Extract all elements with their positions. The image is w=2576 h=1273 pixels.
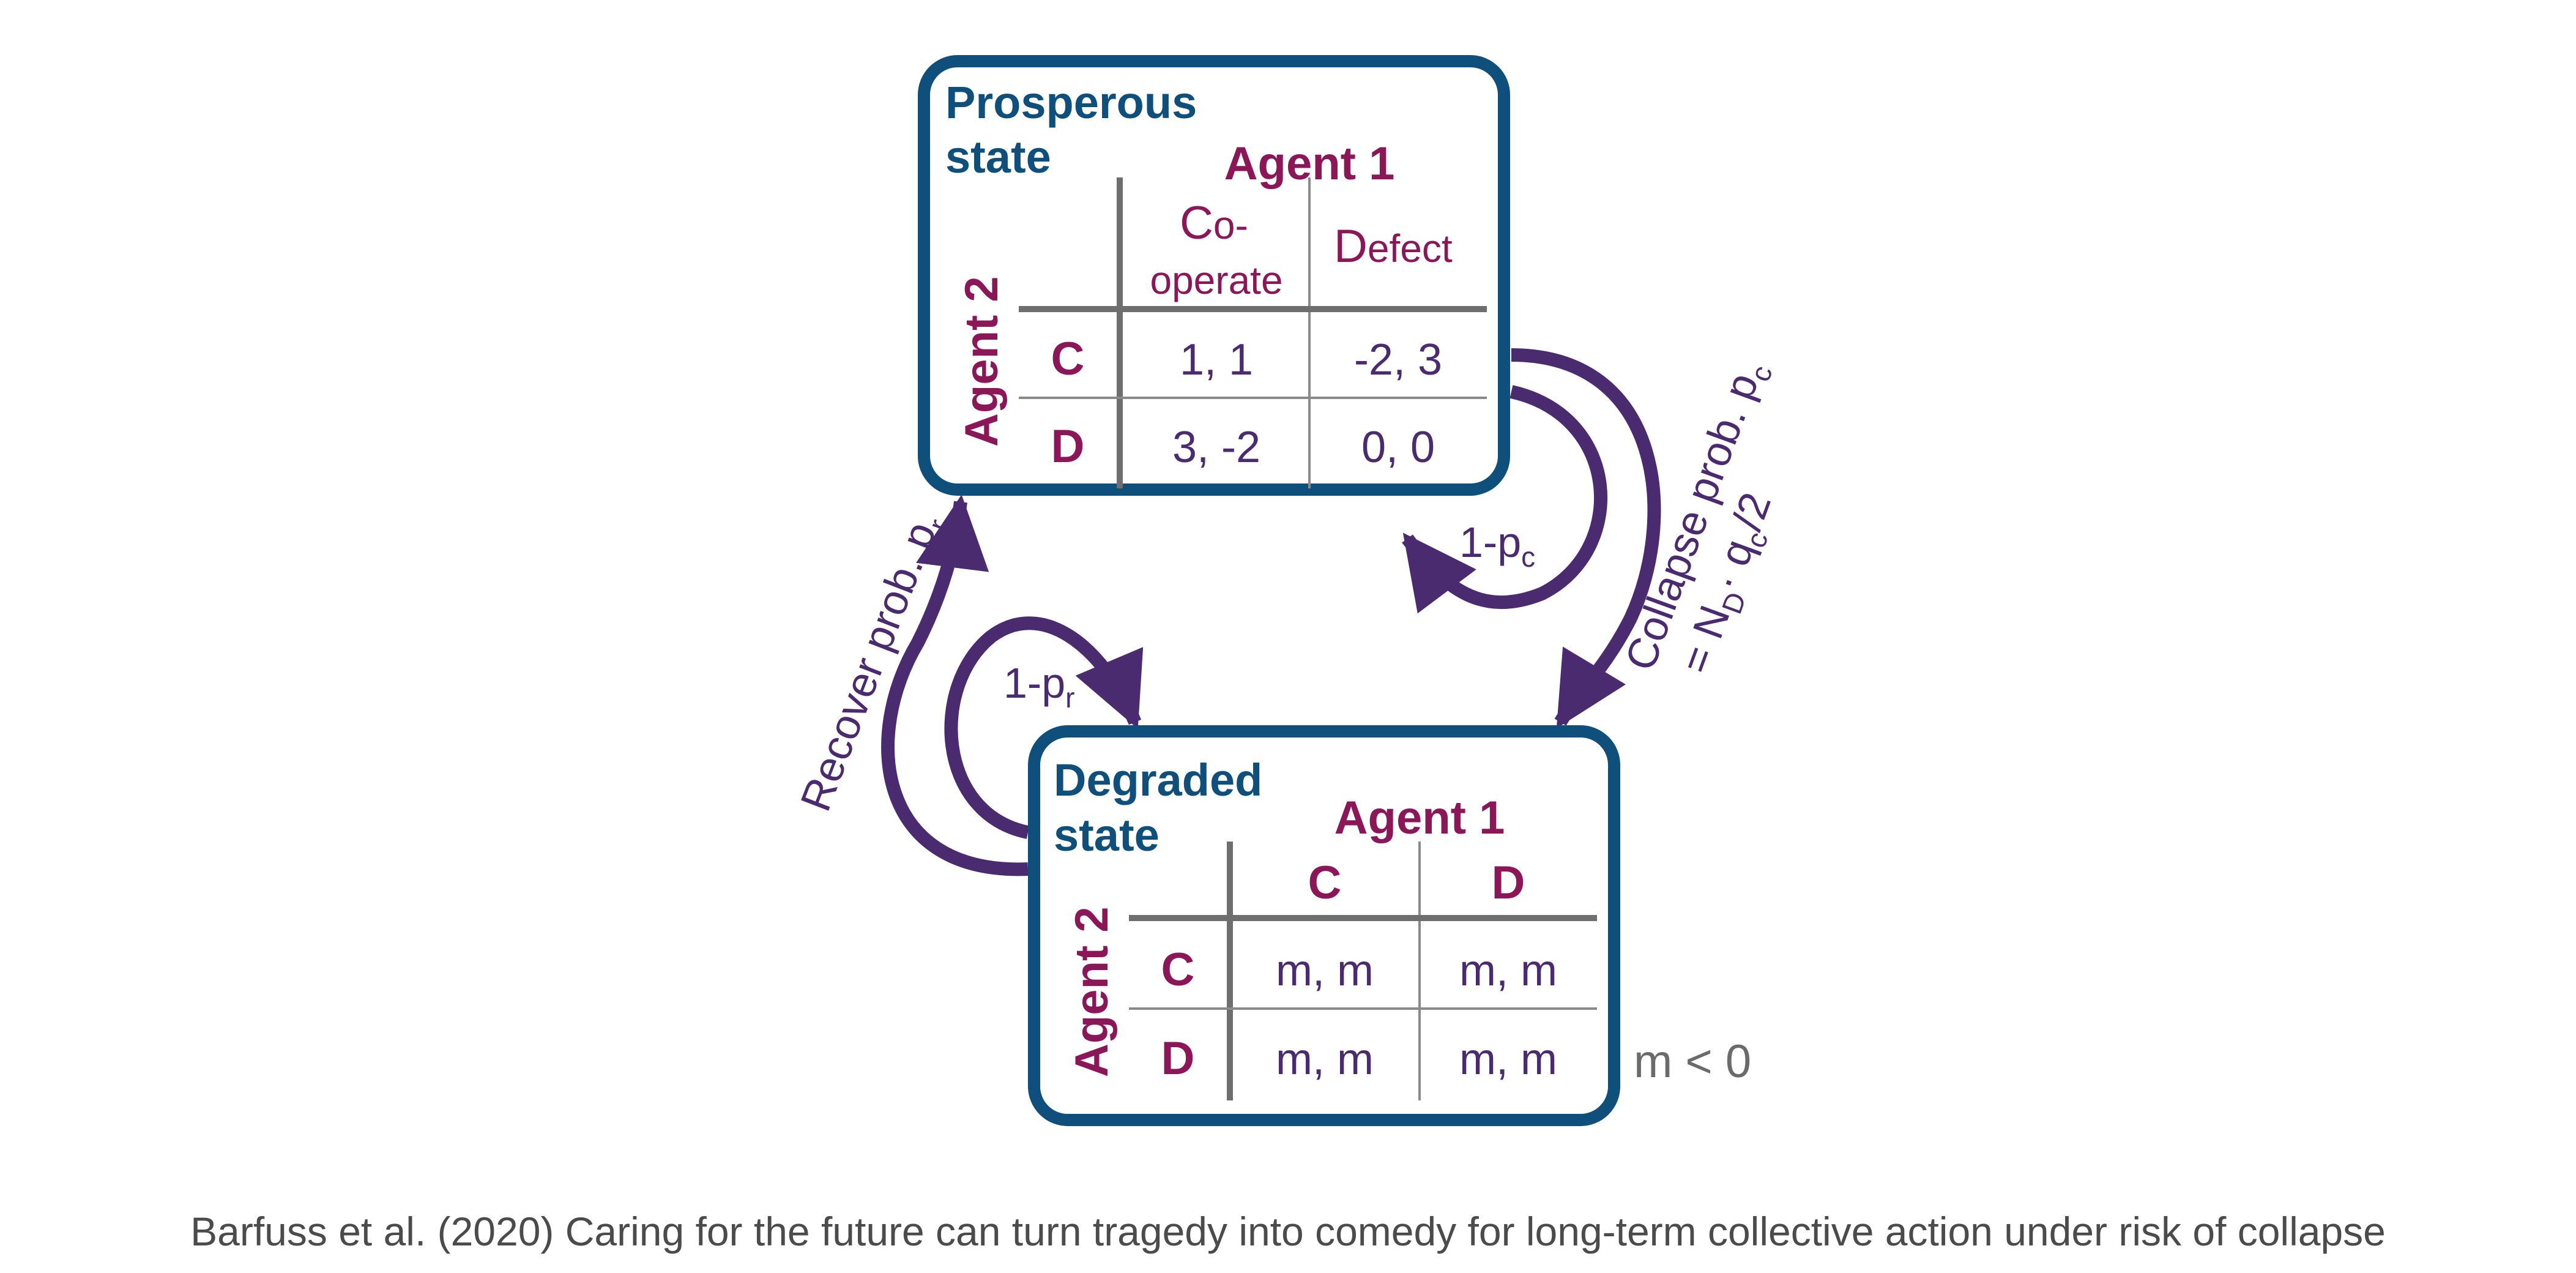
degraded-cell-dc: m, m xyxy=(1276,1035,1374,1084)
degraded-cell-dd: m, m xyxy=(1459,1035,1557,1084)
prosperous-cell-cd: -2, 3 xyxy=(1354,335,1442,384)
degraded-col-c: C xyxy=(1308,857,1342,909)
degraded-row-c: C xyxy=(1161,944,1195,996)
degraded-title-line2: state xyxy=(1054,810,1160,860)
recover-label: Recover prob. pr xyxy=(791,507,955,819)
prosperous-row-c: C xyxy=(1051,333,1085,385)
degraded-box-frame xyxy=(1028,725,1620,1126)
degraded-agent2-header: Agent 2 xyxy=(1066,906,1118,1077)
payoff-condition-note: m < 0 xyxy=(1634,1036,1751,1088)
stay-prosperous-loop-arrow xyxy=(1402,385,1608,614)
prosperous-cell-dd: 0, 0 xyxy=(1361,423,1435,472)
degraded-cell-cd: m, m xyxy=(1459,946,1557,995)
stay-degraded-label: 1-pr xyxy=(1003,659,1075,714)
stay-prosperous-label: 1-pc xyxy=(1459,518,1535,573)
prosperous-col-cooperate-line2: operate xyxy=(1150,258,1282,302)
degraded-title-line1: Degraded xyxy=(1054,755,1262,805)
collapse-arrow xyxy=(1511,348,1661,729)
prosperous-cell-cc: 1, 1 xyxy=(1180,335,1253,384)
stay-degraded-loop-arrow xyxy=(944,616,1144,839)
prosperous-state-box: Prosperous state Agent 1 Agent 2 Co- ope… xyxy=(918,55,1510,496)
prosperous-title-line1: Prosperous xyxy=(945,77,1197,128)
degraded-agent1-header: Agent 1 xyxy=(1335,792,1505,844)
prosperous-box-frame xyxy=(918,55,1510,496)
transition-arrows xyxy=(881,348,1661,876)
prosperous-col-cooperate-line1: Co- xyxy=(1180,197,1248,249)
figure-caption: Barfuss et al. (2020) Caring for the fut… xyxy=(190,1209,2386,1254)
prosperous-agent2-header: Agent 2 xyxy=(956,276,1008,447)
prosperous-row-d: D xyxy=(1051,420,1085,472)
degraded-col-d: D xyxy=(1492,857,1525,909)
degraded-row-d: D xyxy=(1161,1032,1195,1084)
recover-arrow xyxy=(881,495,1029,876)
prosperous-title-line2: state xyxy=(945,132,1051,182)
degraded-state-box: Degraded state Agent 1 Agent 2 C D C D m… xyxy=(1028,725,1620,1126)
prosperous-col-defect: Defect xyxy=(1334,220,1453,272)
prosperous-cell-dc: 3, -2 xyxy=(1172,423,1260,472)
degraded-cell-cc: m, m xyxy=(1276,946,1374,995)
